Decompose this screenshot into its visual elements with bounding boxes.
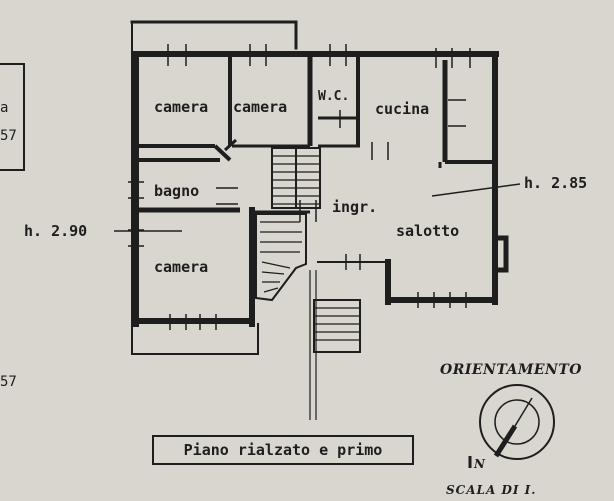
stair-flight-curved [255,213,307,302]
interior-walls [138,56,509,273]
orientation-title: ORIENTAMENTO [440,362,582,378]
exterior-walls [130,20,499,355]
stair-flight-exterior [309,270,361,420]
plan-caption-text: Piano rialzato e primo [183,441,383,459]
edge-fragment-mid: 57 [0,128,17,144]
height-label-left: h. 2.90 [24,222,87,240]
label-wc: W.C. [318,89,349,104]
stair-flight-upper [271,147,321,209]
opening-marks [128,44,471,330]
label-camera-1: camera [154,98,208,116]
compass-rose [479,384,555,460]
label-salotto: salotto [396,222,459,240]
label-camera-3: camera [154,258,208,276]
height-pointer-lines [114,183,521,232]
edge-fragment-bottom: 57 [0,374,17,390]
plan-caption-box: Piano rialzato e primo [152,435,414,465]
edge-fragment-box [0,63,25,171]
label-cucina: cucina [375,100,429,118]
scale-label: SCALA DI I. [446,483,536,497]
label-camera-2: camera [233,98,287,116]
height-label-right: h. 2.85 [524,174,587,192]
label-bagno: bagno [154,182,199,200]
edge-fragment-top: a [0,100,8,116]
label-ingresso: ingr. [332,198,377,216]
north-label: N [473,457,486,471]
